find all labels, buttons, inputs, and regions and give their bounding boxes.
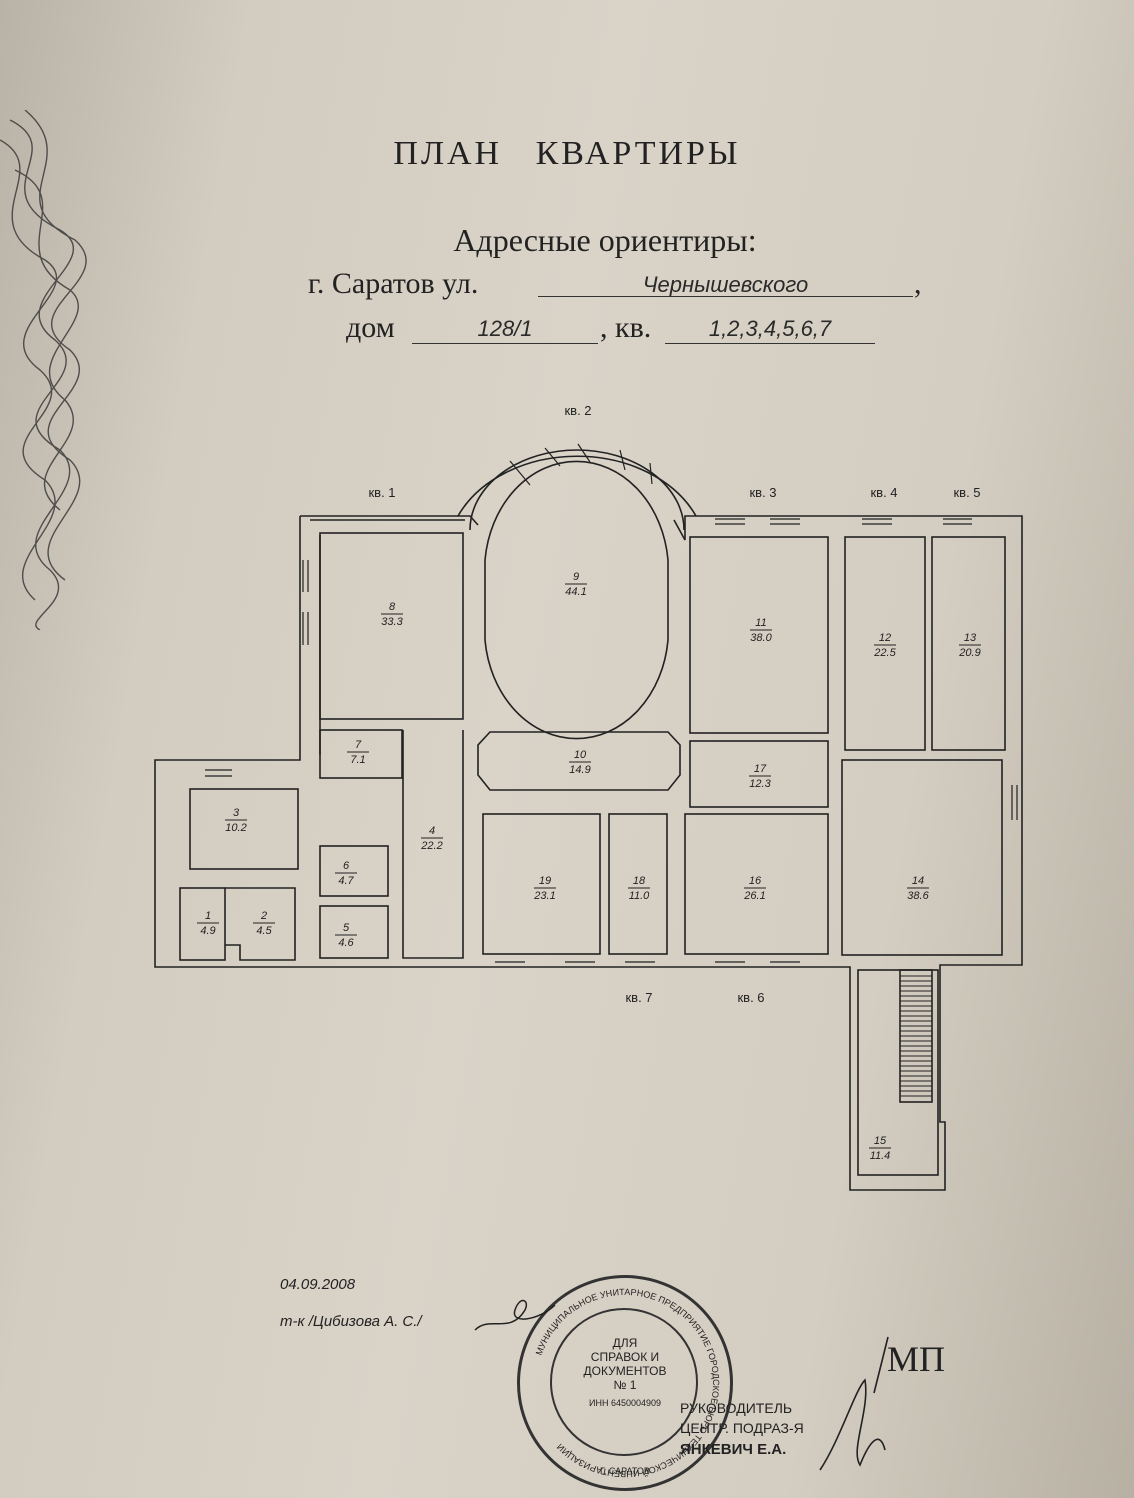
room-number: 1 [205, 910, 211, 922]
room-number: 5 [343, 922, 350, 934]
apartment-label-2: кв. 2 [564, 403, 591, 418]
room-area: 11.0 [629, 890, 650, 902]
room-area: 20.9 [958, 647, 980, 659]
room-number: 7 [355, 739, 362, 751]
house-underline [412, 343, 598, 344]
room-area: 38.0 [750, 632, 772, 644]
apartment-label-1: кв. 1 [368, 485, 395, 500]
room-area: 22.2 [420, 840, 442, 852]
room-number: 17 [754, 763, 767, 775]
room-area: 4.9 [200, 925, 215, 937]
window-marks [205, 443, 1018, 963]
street-underline [538, 296, 913, 297]
stamp-inn: ИНН 6450004909 [588, 1398, 662, 1408]
apt-label: , кв. [600, 311, 652, 344]
room-number: 8 [389, 601, 396, 613]
room-number: 15 [874, 1135, 887, 1147]
street-value: Чернышевского [642, 272, 809, 297]
room-area: 11.4 [870, 1150, 891, 1162]
official-stamp: ДЛЯ СПРАВОК И ДОКУМЕНТОВ № 1 ИНН 6450004… [517, 1275, 733, 1491]
room-area: 33.3 [381, 616, 403, 628]
house-value: 128/1 [477, 316, 533, 341]
room-area: 12.3 [749, 778, 771, 790]
room-number: 9 [573, 571, 579, 583]
stamp-center-text: ДЛЯ СПРАВОК И ДОКУМЕНТОВ № 1 ИНН 6450004… [558, 1336, 692, 1410]
apartment-label-3: кв. 3 [749, 485, 776, 500]
apt-value: 1,2,3,4,5,6,7 [708, 316, 832, 341]
apartment-label-6: кв. 6 [737, 990, 764, 1005]
room-number: 6 [343, 860, 350, 872]
guilloche-ornament [0, 110, 87, 630]
room-number: 19 [539, 875, 551, 887]
address-heading: Адресные ориентиры: [453, 222, 757, 258]
signer-title-1: РУКОВОДИТЕЛЬ [680, 1400, 793, 1416]
room-area: 4.7 [338, 875, 354, 887]
mp-slash [873, 1336, 889, 1394]
room-area: 7.1 [350, 754, 365, 766]
room-area: 10.2 [225, 822, 246, 834]
mp-mark: МП [887, 1339, 946, 1379]
room-number: 11 [755, 617, 766, 629]
room-number: 14 [912, 875, 924, 887]
apartment-label-4: кв. 4 [870, 485, 897, 500]
room-number: 10 [574, 749, 587, 761]
apt-underline [665, 343, 875, 344]
room-number: 12 [879, 632, 891, 644]
room-number: 18 [633, 875, 646, 887]
document-title: ПЛАН КВАРТИРЫ [393, 135, 741, 172]
room-area: 4.6 [338, 937, 354, 949]
room-number: 3 [233, 807, 240, 819]
stamp-city: Г. САРАТОВ [600, 1466, 650, 1476]
plan-author: т-к /Цибизова А. С./ [280, 1313, 422, 1330]
city-label: г. Саратов ул. [308, 267, 479, 300]
stamp-line-1: ДЛЯ [612, 1336, 638, 1350]
room-number: 13 [964, 632, 977, 644]
signer-name: ЯНКЕВИЧ Е.А. [680, 1441, 787, 1458]
room-number: 4 [429, 825, 435, 837]
room-area: 38.6 [907, 890, 929, 902]
stamp-line-2: СПРАВОК И [590, 1350, 660, 1364]
signer-signature [819, 1378, 886, 1471]
signer-title-2: ЦЕНТР. ПОДРАЗ-Я [680, 1420, 804, 1436]
stamp-ring-text: МУНИЦИПАЛЬНОЕ УНИТАРНОЕ ПРЕДПРИЯТИЕ ГОРО… [534, 1287, 721, 1479]
room-area: 23.1 [533, 890, 555, 902]
room-number: 16 [749, 875, 762, 887]
room-area: 44.1 [565, 586, 586, 598]
room-area: 22.5 [873, 647, 896, 659]
staircase [900, 975, 932, 1097]
author-signature [474, 1299, 556, 1331]
plan-walls [154, 449, 1023, 1191]
street-comma: , [914, 267, 922, 300]
apartment-label-7: кв. 7 [625, 990, 652, 1005]
stamp-inner-ring [550, 1308, 698, 1456]
room-number: 2 [260, 910, 267, 922]
stamp-line-4: № 1 [613, 1378, 637, 1392]
room-area: 14.9 [569, 764, 590, 776]
stamp-line-3: ДОКУМЕНТОВ [583, 1364, 667, 1378]
room-area: 4.5 [256, 925, 272, 937]
house-label: дом [346, 311, 395, 344]
room-area: 26.1 [743, 890, 765, 902]
plan-date: 04.09.2008 [280, 1276, 356, 1293]
apartment-label-5: кв. 5 [953, 485, 980, 500]
